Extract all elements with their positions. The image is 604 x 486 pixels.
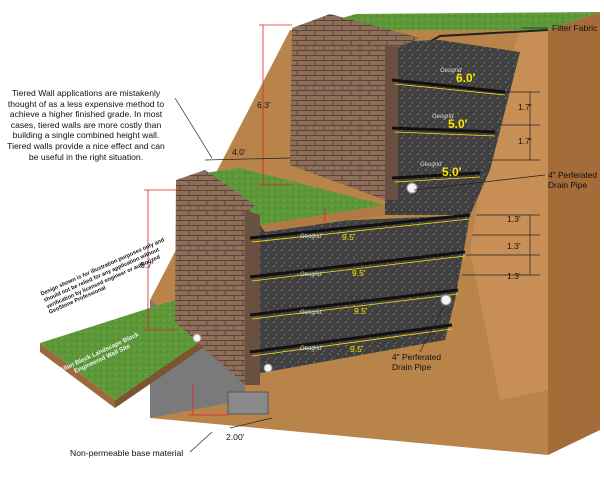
grid-material-label-1: Geogrid (440, 68, 462, 74)
dim-upper-height: 6.3' (257, 100, 271, 110)
dim-base-width: 2.00' (226, 432, 245, 442)
upper-wall (290, 14, 420, 200)
dim-spacing-lower-1: 1.3' (507, 214, 521, 224)
dim-spacing-lower-2: 1.3' (507, 241, 521, 251)
dim-spacing-lower-3: 1.3' (507, 271, 521, 281)
callout-drain-pipe-lower: 4" Perferated Drain Pipe (392, 352, 442, 372)
upper-grid-layers (391, 78, 506, 180)
grid-material-label-6: Geogrid (300, 310, 322, 316)
grid-length-lower-3: 9.5' (354, 306, 368, 316)
dim-lower-height: 6.7' (140, 260, 154, 270)
dim-spacing-upper-1: 1.7' (518, 102, 532, 112)
dim-setback: 4.0' (232, 147, 246, 157)
lower-wall (175, 170, 260, 385)
grid-material-label-3: Geogrid (420, 162, 442, 168)
grid-length-upper-3: 5.0' (442, 165, 462, 179)
drain-pipe-upper (406, 182, 418, 194)
lower-gravel-zone (245, 215, 470, 375)
drain-pipe-outlet (192, 333, 202, 343)
grid-material-label-4: Geogrid (300, 234, 322, 240)
tiered-wall-note: Tiered Wall applications are mistakenly … (7, 88, 165, 162)
callout-drain-pipe-upper: 4" Perferated Drain Pipe (548, 170, 598, 190)
grid-material-label-2: Geogrid (432, 114, 454, 120)
upper-grass (300, 12, 600, 30)
callout-base-material: Non-permeable base material (70, 448, 183, 458)
grid-length-lower-2: 9.5' (352, 268, 366, 278)
grid-length-lower-4: 9.5' (350, 344, 364, 354)
drain-pipe-lower (263, 363, 273, 373)
grid-material-label-5: Geogrid (300, 272, 322, 278)
lower-grid-layers (249, 213, 471, 354)
grid-length-upper-2: 5.0' (448, 117, 468, 131)
drain-pipe-mid (440, 294, 452, 306)
dim-spacing-upper-2: 1.7' (518, 136, 532, 146)
base-block (227, 391, 269, 415)
grid-length-upper-1: 6.0' (456, 71, 476, 85)
grid-material-label-7: Geogrid (300, 346, 322, 352)
grid-length-lower-1: 9.5' (342, 232, 356, 242)
middle-grass-bench (190, 168, 385, 225)
lower-grass-terrace (40, 300, 210, 400)
callout-filter-fabric: Filter Fabric (552, 23, 598, 33)
